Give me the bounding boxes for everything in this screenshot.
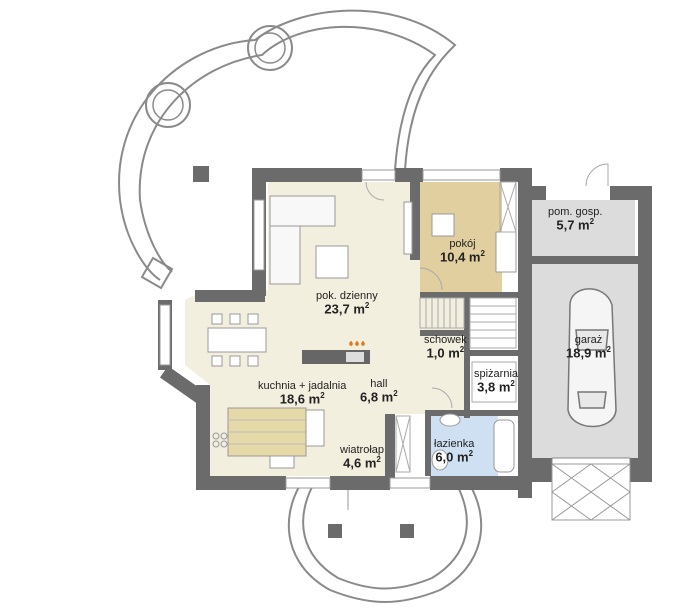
room-name: schowek [424,334,467,346]
room-area: 6,8 m2 [360,389,398,405]
room-area: 10,4 m2 [440,249,485,265]
room-label-closet: schowek 1,0 m2 [424,334,467,361]
room-label-living: pok. dzienny 23,7 m2 [316,290,378,317]
room-name: hall [370,378,388,390]
room-area: 3,8 m2 [477,379,515,395]
coffee-table [315,245,349,279]
car-icon [567,288,617,428]
pergola-top [118,9,457,290]
room-area: 5,7 m2 [556,217,595,233]
dining-set [207,313,267,367]
room-name: pokój [449,238,476,250]
sink [269,455,295,469]
room-label-hall: hall 6,8 m2 [360,378,398,405]
pergola-bottom [287,484,483,603]
closets [395,181,517,473]
room-label-pokoj: pokój 10,4 m2 [440,238,485,265]
room-area: 18,9 m2 [566,345,611,361]
fireplace-insert [346,352,364,362]
stove-icon [212,432,228,448]
room-label-utility: pom. gosp. 5,7 m2 [548,206,602,233]
room-name: pok. dzienny [316,290,378,302]
tv-cabinet [403,201,413,255]
staircase [419,297,517,349]
sofa [269,195,336,285]
garage-door [551,457,631,465]
room-label-pantry: spiżarnia 3,8 m2 [474,368,518,395]
room-area: 4,6 m2 [343,455,381,471]
room-area: 1,0 m2 [426,345,465,361]
bathroom-fixtures [431,413,515,473]
pillar [400,524,414,538]
room-area: 23,7 m2 [324,301,370,317]
room-label-vestibule: wiatrołap 4,6 m2 [340,444,384,471]
room-name: łazienka [434,438,475,450]
pillar [193,166,209,182]
fridge [305,409,325,447]
room-name: garaż [574,334,603,346]
pillar [328,524,342,538]
room-label-kitchen: kuchnia + jadalnia 18,6 m2 [258,380,346,407]
room-label-bathroom: łazienka 6,0 m2 [434,438,474,465]
driveway [551,463,631,521]
room-name: pom. gosp. [548,206,603,218]
kitchen-counter [227,407,307,457]
room-name: spiżarnia [474,368,519,380]
room-area: 18,6 m2 [279,391,325,407]
doors [365,163,609,409]
flame-icon [349,341,365,346]
room-label-garage: garaż 18,9 m2 [566,334,611,361]
desk [431,213,517,273]
windows [159,169,501,489]
room-area: 6,0 m2 [435,449,474,465]
room-name: wiatrołap [340,444,385,456]
room-name: kuchnia + jadalnia [258,380,347,392]
